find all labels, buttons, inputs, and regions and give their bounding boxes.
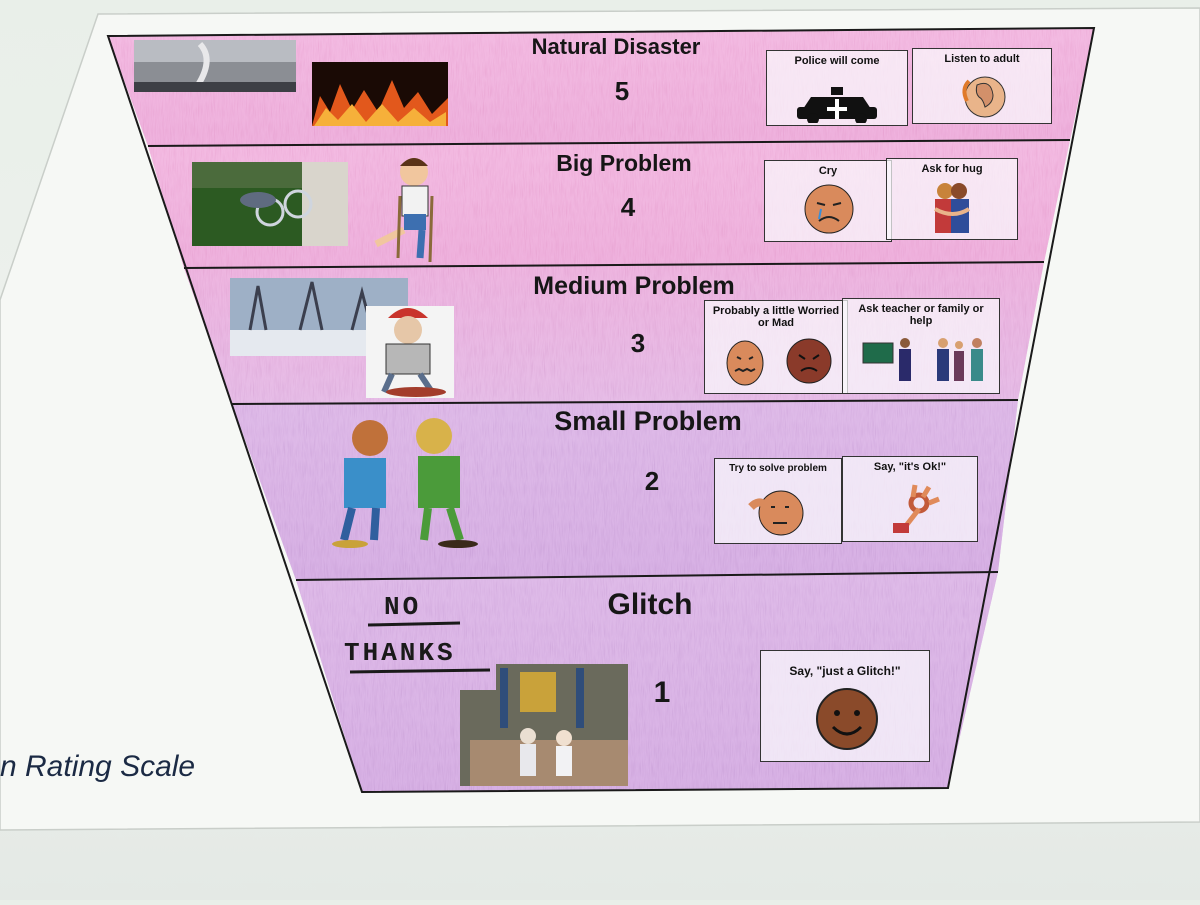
card-cry: Cry [764, 160, 892, 242]
listening-ear-icon [962, 76, 1006, 118]
smiling-face-icon [816, 688, 878, 750]
tornado-photo [134, 40, 296, 92]
card-ask-teacher-or-family: Ask teacher or family or help [842, 298, 1000, 394]
crying-face-icon [804, 184, 854, 234]
card-label: Try to solve problem [729, 463, 827, 474]
band-4-title: Big Problem [556, 150, 692, 176]
arguing-kids-cartoon [332, 418, 478, 548]
band-2-title: Small Problem [554, 406, 742, 436]
band-3-number: 3 [630, 328, 646, 358]
ok-hand-icon [893, 484, 940, 533]
injured-boy-cartoon [374, 158, 434, 263]
card-label: Say, "just a Glitch!" [789, 664, 901, 678]
card-label: Ask for hug [921, 163, 983, 175]
card-police-will-come: Police will come [766, 50, 908, 126]
police-car-icon [797, 87, 877, 123]
card-try-to-solve-problem: Try to solve problem [714, 458, 842, 544]
card-say-its-ok: Say, "it's Ok!" [842, 456, 978, 542]
thinking-face-icon [748, 490, 804, 536]
thanks-underline [349, 668, 491, 674]
band-2-number: 2 [644, 466, 660, 496]
handwritten-thanks: THANKS [344, 638, 456, 668]
card-label: Cry [818, 165, 838, 177]
band-4-number: 4 [620, 192, 636, 222]
fire-photo [312, 62, 448, 126]
card-say-just-a-glitch: Say, "just a Glitch!" [760, 650, 930, 762]
band-1-title: Glitch [607, 588, 693, 621]
no-underline [367, 621, 461, 627]
card-listen-to-adult: Listen to adult [912, 48, 1052, 124]
funnel-outline [106, 26, 1096, 794]
card-label: Police will come [794, 55, 880, 67]
card-label: Say, "it's Ok!" [873, 461, 947, 473]
cold-man-cartoon [366, 306, 454, 398]
handwritten-no: NO [384, 592, 422, 622]
band-5-title: Natural Disaster [531, 34, 701, 59]
band-1-number: 1 [653, 676, 671, 709]
playground-photo [460, 664, 628, 786]
worried-mad-faces-icon [726, 338, 832, 386]
scale-caption: n Rating Scale [0, 750, 196, 783]
hug-icon [934, 183, 971, 233]
band-3-title: Medium Problem [533, 272, 735, 300]
band-5-number: 5 [614, 76, 630, 106]
teacher-family-icon [862, 338, 983, 381]
card-ask-for-hug: Ask for hug [886, 158, 1018, 240]
card-label: Probably a little Worried or Mad [712, 305, 840, 329]
fallen-bike-photo [192, 162, 348, 246]
card-worried-or-mad: Probably a little Worried or Mad [704, 300, 848, 394]
card-label: Ask teacher or family or help [858, 303, 984, 327]
card-label: Listen to adult [944, 53, 1020, 65]
